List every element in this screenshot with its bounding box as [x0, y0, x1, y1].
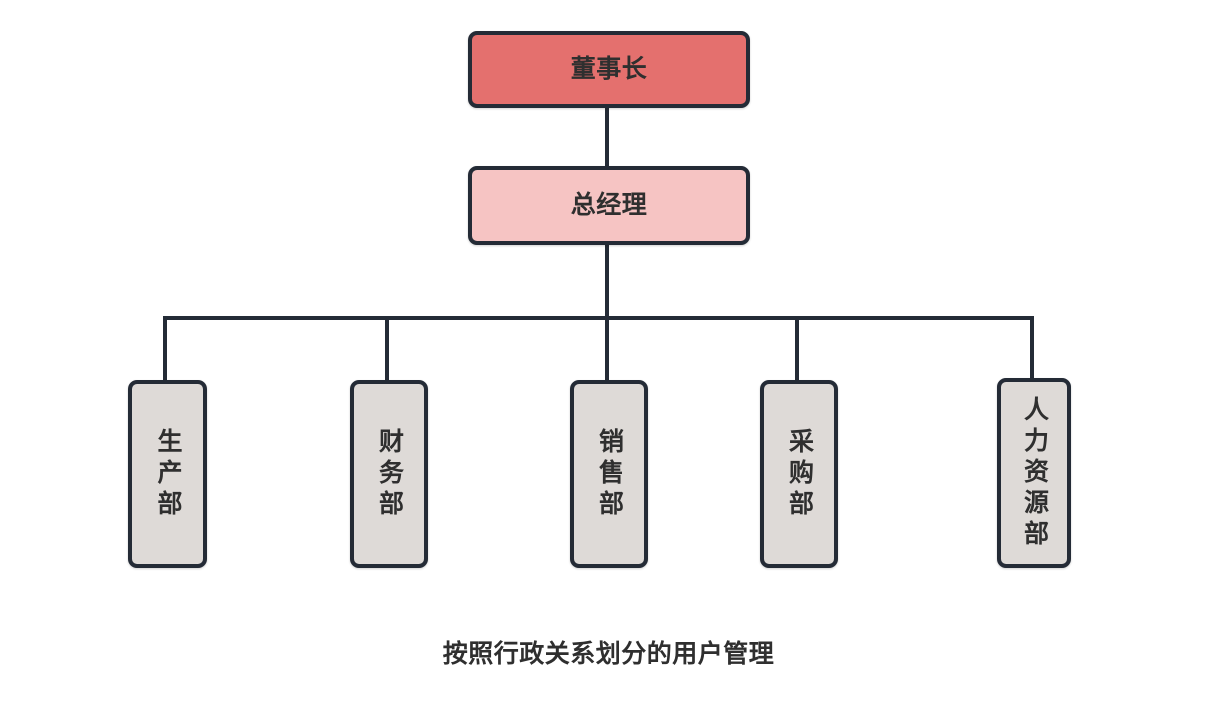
connector-drop-2: [385, 316, 389, 380]
diagram-caption: 按照行政关系划分的用户管理: [442, 640, 775, 668]
connector-horizontal-bus: [163, 316, 1034, 320]
node-chairman[interactable]: 董事长: [468, 31, 750, 108]
connector-drop-1: [163, 316, 167, 380]
node-department-production-label: 生产部: [154, 427, 182, 521]
node-department-sales[interactable]: 销售部: [570, 380, 648, 568]
node-department-purchasing[interactable]: 采购部: [760, 380, 838, 568]
connector-root-to-manager: [605, 108, 609, 166]
node-department-sales-label: 销售部: [595, 427, 624, 521]
node-general-manager-label: 总经理: [570, 190, 648, 219]
node-general-manager[interactable]: 总经理: [468, 166, 750, 245]
node-department-production[interactable]: 生产部: [128, 380, 207, 568]
node-chairman-label: 董事长: [570, 54, 648, 83]
connector-drop-4: [795, 316, 799, 380]
connector-manager-stem: [605, 245, 609, 320]
node-department-finance-label: 财务部: [375, 427, 404, 521]
node-department-human-resources[interactable]: 人力资源部: [997, 378, 1071, 568]
node-department-purchasing-label: 采购部: [785, 427, 814, 521]
connector-drop-3: [605, 316, 609, 380]
connector-drop-5: [1030, 316, 1034, 378]
node-department-human-resources-label: 人力资源部: [1020, 395, 1049, 551]
node-department-finance[interactable]: 财务部: [350, 380, 428, 568]
